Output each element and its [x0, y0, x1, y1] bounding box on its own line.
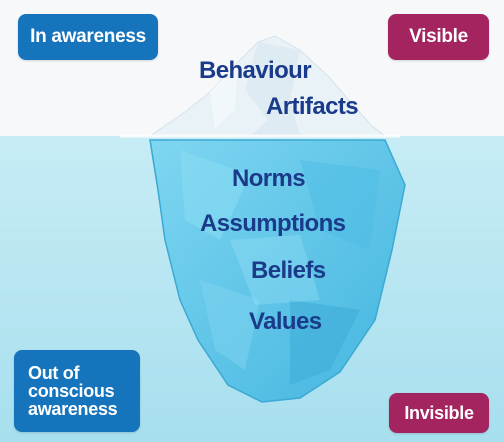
norms-label: Norms	[232, 165, 306, 192]
in-awareness-badge: In awareness	[18, 14, 158, 60]
visible-badge: Visible	[388, 14, 489, 60]
invisible-badge: Invisible	[389, 393, 489, 433]
out-of-awareness-line-1: Out of	[28, 363, 80, 383]
artifacts-label: Artifacts	[266, 93, 359, 120]
out-of-awareness-line-3: awareness	[28, 399, 118, 419]
beliefs-label: Beliefs	[251, 257, 326, 284]
iceberg-tip	[148, 35, 387, 137]
out-of-conscious-awareness-badge: Out of conscious awareness	[14, 350, 140, 432]
out-of-awareness-line-2: conscious	[28, 381, 115, 401]
behaviour-label: Behaviour	[199, 57, 312, 84]
values-label: Values	[249, 308, 322, 335]
iceberg-body	[149, 139, 406, 403]
assumptions-label: Assumptions	[200, 210, 346, 237]
